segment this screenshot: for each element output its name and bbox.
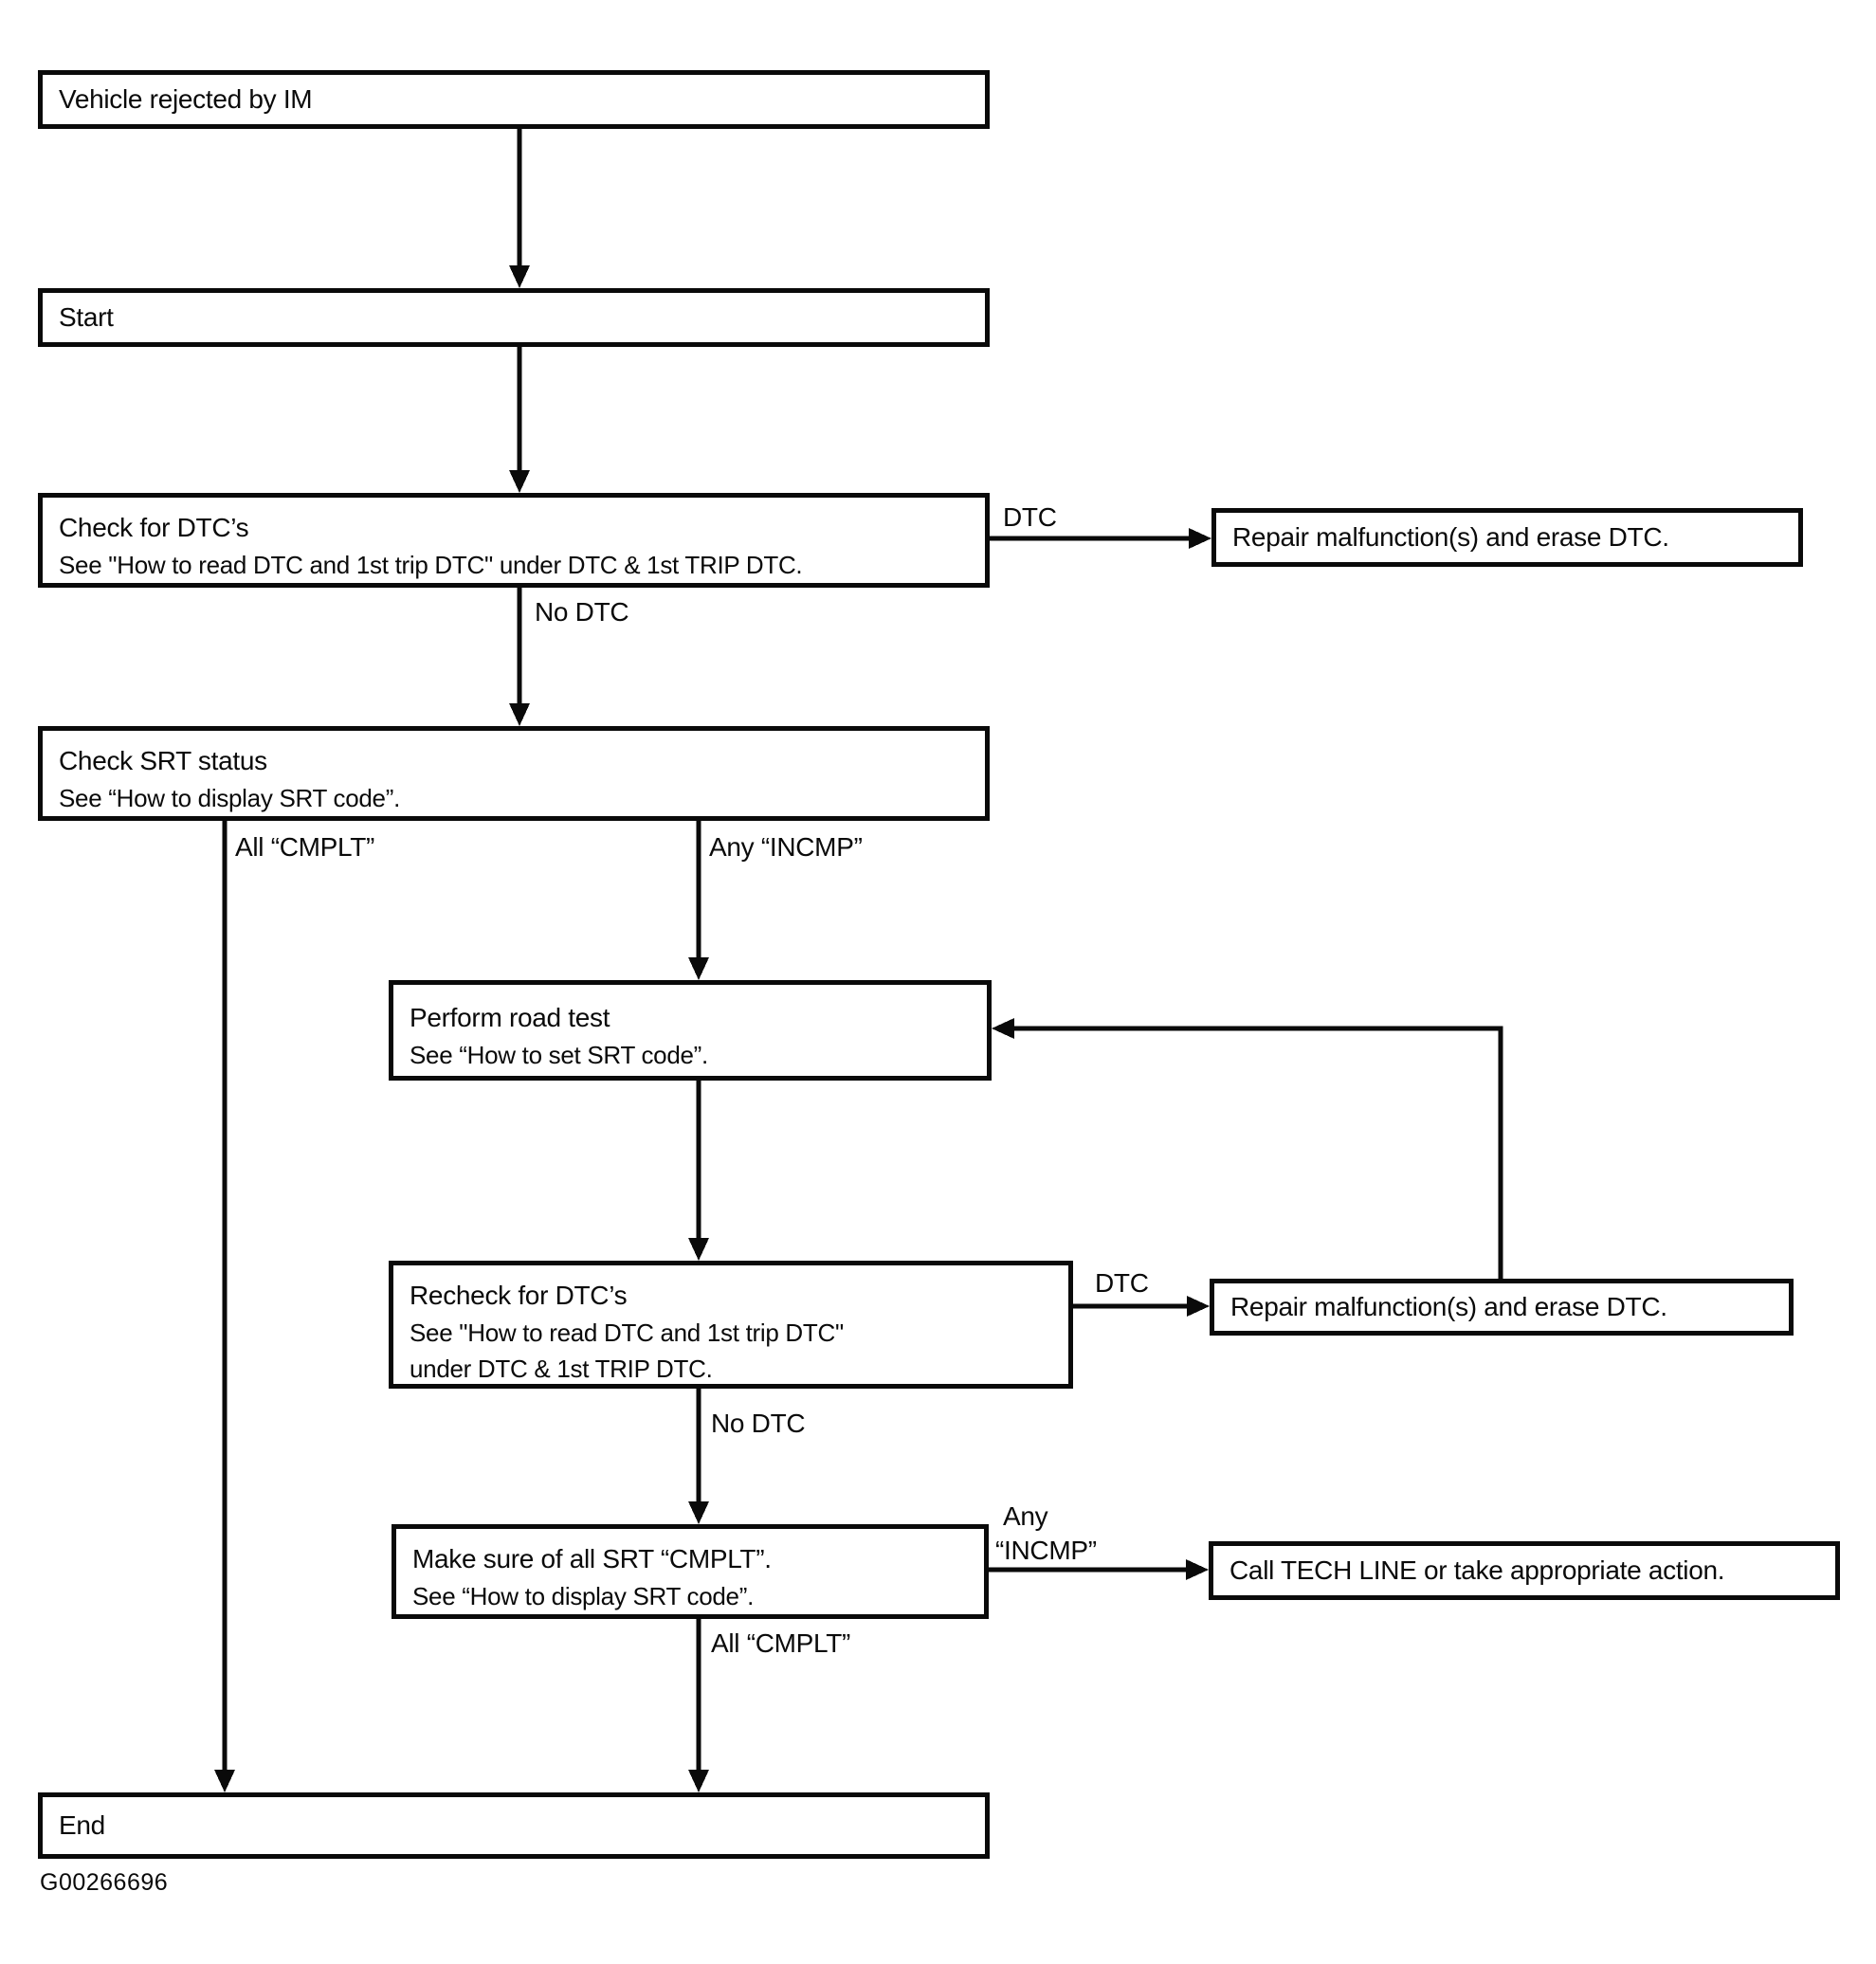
connector-confirm-srt-to-end — [688, 1619, 709, 1792]
edge-label-all-cmplt-1: All “CMPLT” — [235, 832, 375, 862]
node-recheck-dtc-subtitle2: under DTC & 1st TRIP DTC. — [410, 1355, 713, 1383]
node-end: End — [38, 1792, 990, 1859]
node-confirm-srt-title: Make sure of all SRT “CMPLT”. — [412, 1544, 772, 1573]
node-confirm-srt-subtitle: See “How to display SRT code”. — [412, 1582, 754, 1610]
node-recheck-dtc: Recheck for DTC’s See "How to read DTC a… — [389, 1261, 1073, 1389]
node-check-dtc-subtitle: See "How to read DTC and 1st trip DTC" u… — [59, 551, 803, 579]
node-confirm-srt-cmplt: Make sure of all SRT “CMPLT”. See “How t… — [392, 1524, 989, 1619]
edge-label-any-incmp-2-line2: “INCMP” — [995, 1536, 1097, 1565]
node-check-srt-subtitle: See “How to display SRT code”. — [59, 784, 400, 812]
edge-label-dtc-2: DTC — [1095, 1268, 1149, 1298]
connector-repair-2-loop-to-road-test — [992, 1018, 1503, 1279]
edge-label-all-cmplt-2: All “CMPLT” — [711, 1628, 851, 1658]
connector-confirm-srt-to-call-tech — [989, 1559, 1209, 1580]
connector-start-to-check-dtc — [509, 347, 530, 493]
node-start-label: Start — [59, 302, 114, 332]
node-start: Start — [38, 288, 990, 347]
node-check-dtc-title: Check for DTC’s — [59, 513, 249, 542]
connector-recheck-dtc-to-repair-2 — [1073, 1296, 1210, 1317]
connector-vehicle-to-start — [509, 129, 530, 288]
edge-label-no-dtc-1: No DTC — [535, 597, 629, 627]
node-call-tech-line-label: Call TECH LINE or take appropriate actio… — [1229, 1555, 1725, 1585]
connector-check-srt-to-road-test — [688, 821, 709, 980]
figure-id: G00266696 — [40, 1869, 169, 1896]
edge-label-any-incmp-2-line1: Any — [1003, 1501, 1048, 1531]
node-end-label: End — [59, 1810, 105, 1840]
edge-label-any-incmp-1: Any “INCMP” — [709, 832, 863, 862]
node-recheck-dtc-title: Recheck for DTC’s — [410, 1281, 628, 1310]
node-perform-road-test: Perform road test See “How to set SRT co… — [389, 980, 992, 1081]
node-check-srt-status: Check SRT status See “How to display SRT… — [38, 726, 990, 821]
edge-label-dtc-1: DTC — [1003, 502, 1057, 532]
connector-check-srt-to-end-all-cmplt — [214, 821, 235, 1792]
node-call-tech-line: Call TECH LINE or take appropriate actio… — [1209, 1541, 1840, 1600]
node-recheck-dtc-subtitle: See "How to read DTC and 1st trip DTC" — [410, 1318, 844, 1347]
node-vehicle-rejected-label: Vehicle rejected by IM — [59, 84, 313, 114]
edge-label-no-dtc-2: No DTC — [711, 1409, 806, 1438]
node-repair-erase-dtc-1: Repair malfunction(s) and erase DTC. — [1211, 508, 1803, 567]
node-repair-erase-dtc-2: Repair malfunction(s) and erase DTC. — [1210, 1279, 1794, 1336]
node-repair-erase-dtc-2-label: Repair malfunction(s) and erase DTC. — [1230, 1292, 1667, 1321]
connector-check-dtc-to-check-srt — [509, 588, 530, 726]
edge-label-any-incmp-2: Any “INCMP” — [995, 1500, 1097, 1568]
node-check-dtc: Check for DTC’s See "How to read DTC and… — [38, 493, 990, 588]
node-check-srt-title: Check SRT status — [59, 746, 267, 775]
node-vehicle-rejected: Vehicle rejected by IM — [38, 70, 990, 129]
connector-recheck-dtc-to-confirm-srt — [688, 1389, 709, 1524]
connector-road-test-to-recheck-dtc — [688, 1081, 709, 1261]
connector-check-dtc-to-repair-1 — [990, 528, 1211, 549]
node-road-test-subtitle: See “How to set SRT code”. — [410, 1041, 708, 1069]
node-road-test-title: Perform road test — [410, 1003, 610, 1032]
node-repair-erase-dtc-1-label: Repair malfunction(s) and erase DTC. — [1232, 522, 1669, 552]
